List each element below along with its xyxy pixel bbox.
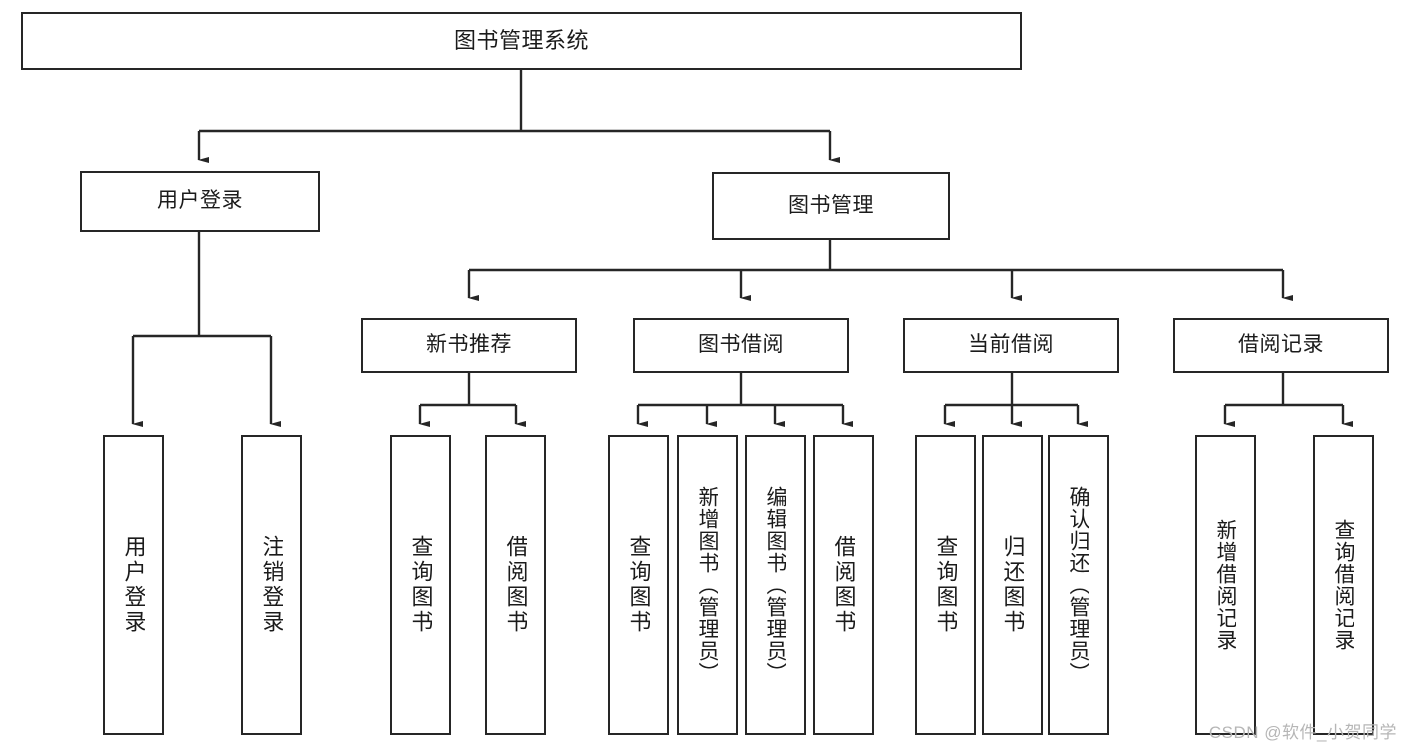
node-current-borrow-label: 当前借阅 <box>968 333 1054 357</box>
leaf-borrow-record-0-label: 新增借阅记录 <box>1215 519 1236 651</box>
node-book-management[interactable]: 图书管理 <box>712 172 950 240</box>
leaf-new-book-1[interactable]: 借阅图书 <box>485 435 546 735</box>
leaf-book-borrow-1[interactable]: 新增图书（管理员） <box>677 435 738 735</box>
leaf-current-borrow-0[interactable]: 查询图书 <box>915 435 976 735</box>
leaf-current-borrow-1[interactable]: 归还图书 <box>982 435 1043 735</box>
leaf-book-borrow-0-label: 查询图书 <box>627 535 650 635</box>
leaf-user-login-1-label: 注销登录 <box>260 535 283 635</box>
leaf-book-borrow-3[interactable]: 借阅图书 <box>813 435 874 735</box>
leaf-borrow-record-0[interactable]: 新增借阅记录 <box>1195 435 1256 735</box>
leaf-user-login-0[interactable]: 用户登录 <box>103 435 164 735</box>
node-new-book-recommend-label: 新书推荐 <box>426 333 512 357</box>
node-book-borrow[interactable]: 图书借阅 <box>633 318 849 373</box>
node-user-login[interactable]: 用户登录 <box>80 171 320 232</box>
leaf-book-borrow-0[interactable]: 查询图书 <box>608 435 669 735</box>
leaf-borrow-record-1-label: 查询借阅记录 <box>1333 519 1354 651</box>
leaf-book-borrow-1-label: 新增图书（管理员） <box>697 486 718 684</box>
node-borrow-record[interactable]: 借阅记录 <box>1173 318 1389 373</box>
node-current-borrow[interactable]: 当前借阅 <box>903 318 1119 373</box>
leaf-user-login-0-label: 用户登录 <box>122 535 145 635</box>
node-book-borrow-label: 图书借阅 <box>698 333 784 357</box>
leaf-current-borrow-1-label: 归还图书 <box>1001 535 1024 635</box>
leaf-user-login-1[interactable]: 注销登录 <box>241 435 302 735</box>
watermark: CSDN @软件_小贺同学 <box>1208 723 1397 742</box>
leaf-book-borrow-3-label: 借阅图书 <box>832 535 855 635</box>
leaf-book-borrow-2[interactable]: 编辑图书（管理员） <box>745 435 806 735</box>
node-new-book-recommend[interactable]: 新书推荐 <box>361 318 577 373</box>
leaf-new-book-0-label: 查询图书 <box>409 535 432 635</box>
leaf-new-book-1-label: 借阅图书 <box>504 535 527 635</box>
node-book-management-label: 图书管理 <box>788 193 874 217</box>
leaf-borrow-record-1[interactable]: 查询借阅记录 <box>1313 435 1374 735</box>
node-borrow-record-label: 借阅记录 <box>1238 333 1324 357</box>
node-user-login-label: 用户登录 <box>157 189 243 213</box>
node-root-label: 图书管理系统 <box>453 28 589 54</box>
leaf-new-book-0[interactable]: 查询图书 <box>390 435 451 735</box>
leaf-book-borrow-2-label: 编辑图书（管理员） <box>765 486 786 684</box>
node-root[interactable]: 图书管理系统 <box>21 12 1022 70</box>
leaf-current-borrow-0-label: 查询图书 <box>934 535 957 635</box>
leaf-current-borrow-2-label: 确认归还（管理员） <box>1068 486 1089 684</box>
leaf-current-borrow-2[interactable]: 确认归还（管理员） <box>1048 435 1109 735</box>
